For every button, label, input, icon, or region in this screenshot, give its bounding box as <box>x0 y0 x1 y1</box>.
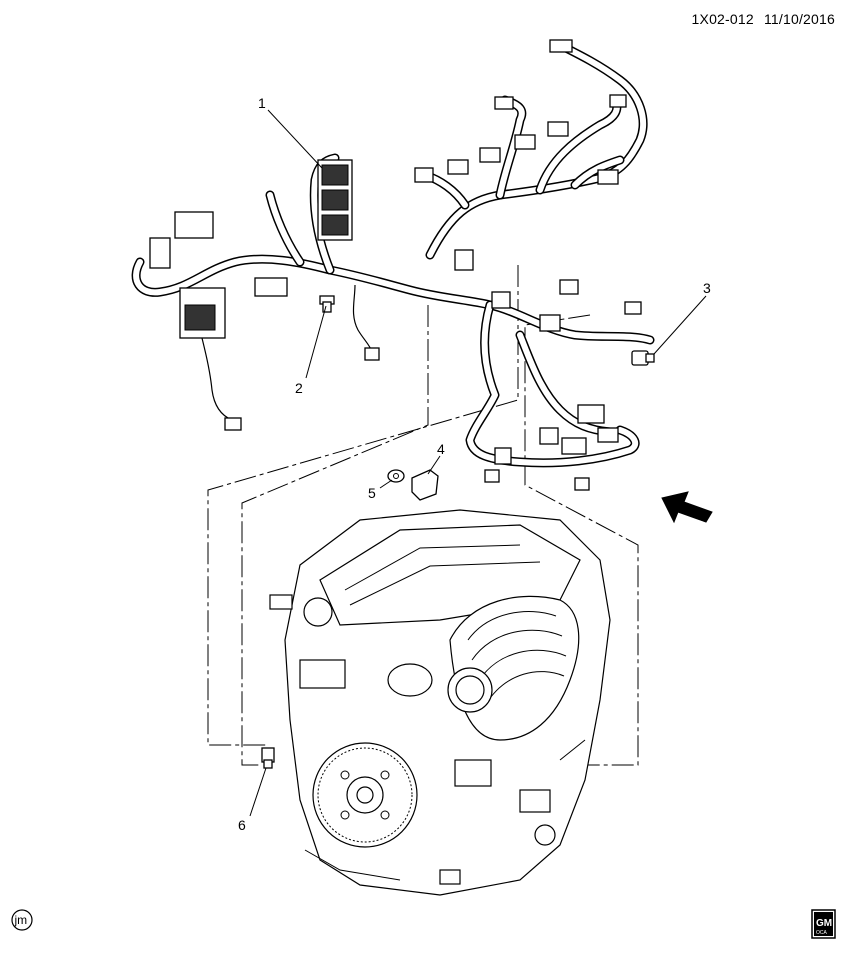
leader-4 <box>427 455 441 475</box>
arrow-icon <box>661 491 713 524</box>
gm-logo-icon: GM OCA <box>811 909 836 939</box>
gm-logo-text: GM <box>816 918 832 929</box>
nut-5 <box>387 469 405 483</box>
engine-wiring-harness <box>131 39 655 491</box>
leader-lines <box>249 109 707 817</box>
leader-1 <box>267 109 323 169</box>
callout-2: 2 <box>295 380 303 396</box>
callout-3: 3 <box>703 280 711 296</box>
leader-5 <box>379 479 393 489</box>
front-direction-marker: FRT <box>661 491 713 531</box>
callout-5: 5 <box>368 485 376 501</box>
fastener-2 <box>319 295 335 313</box>
illustrator-mark: jm <box>11 909 33 931</box>
diagram-code: 1X02-012 <box>691 11 754 27</box>
illustrator-initials: jm <box>14 913 28 927</box>
diagram-header: 1X02-012 11/10/2016 <box>692 11 835 27</box>
engine-assembly <box>269 509 611 896</box>
callout-4: 4 <box>437 441 445 457</box>
leader-3 <box>653 295 707 355</box>
bracket-4 <box>411 469 439 501</box>
bolt-3 <box>631 350 655 366</box>
sensor-6 <box>261 747 275 769</box>
diagram-date: 11/10/2016 <box>763 11 835 27</box>
callout-labels: 1 2 3 4 5 6 <box>238 95 711 833</box>
callout-1: 1 <box>258 95 266 111</box>
leader-6 <box>249 767 267 817</box>
leader-2 <box>305 305 327 379</box>
gm-logo-subtext: OCA <box>816 930 828 936</box>
callout-6: 6 <box>238 817 246 833</box>
